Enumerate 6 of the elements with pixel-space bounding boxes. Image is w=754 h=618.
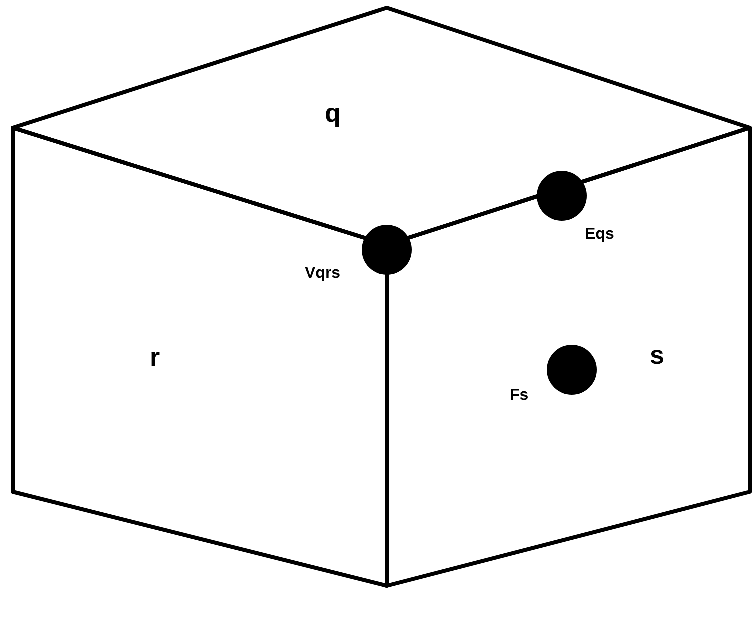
- point-label: Eqs: [585, 227, 614, 243]
- point-label: Vqrs: [305, 266, 341, 282]
- point-label: Fs: [510, 388, 529, 404]
- face-label: s: [650, 342, 664, 368]
- face-label: q: [325, 100, 341, 126]
- face-label: r: [150, 344, 160, 370]
